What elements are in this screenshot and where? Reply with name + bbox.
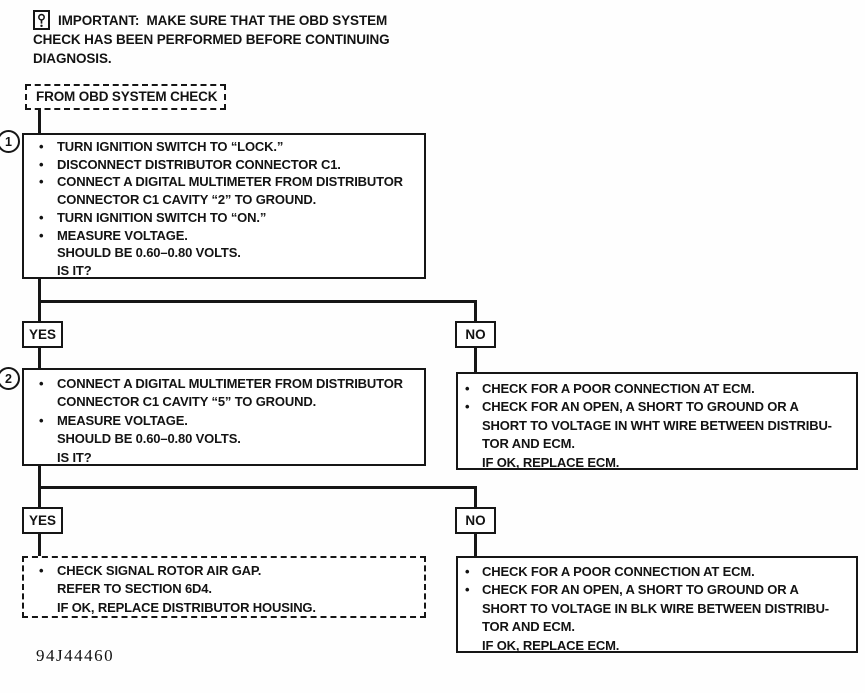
step-instruction: CONNECT A DIGITAL MULTIMETER FROM DISTRI… bbox=[24, 375, 424, 394]
step-instruction: IS IT? bbox=[57, 262, 92, 278]
yes-label: YES bbox=[28, 327, 56, 342]
ecm-check-node-wht: CHECK FOR A POOR CONNECTION AT ECM. CHEC… bbox=[456, 372, 858, 470]
ecm-check-node-blk: CHECK FOR A POOR CONNECTION AT ECM. CHEC… bbox=[456, 556, 858, 653]
connector-line bbox=[474, 534, 477, 556]
step-number: 2 bbox=[5, 371, 12, 386]
step-instruction: TURN IGNITION SWITCH TO “ON.” bbox=[24, 209, 424, 227]
action-instruction: CHECK FOR A POOR CONNECTION AT ECM. bbox=[458, 380, 856, 399]
action-instruction: TOR AND ECM. bbox=[482, 619, 575, 635]
action-instruction: CHECK SIGNAL ROTOR AIR GAP. bbox=[24, 562, 424, 581]
step-instruction: SHOULD BE 0.60–0.80 VOLTS. bbox=[57, 245, 241, 261]
step2-number-badge: 2 bbox=[0, 367, 20, 390]
rotor-air-gap-node: CHECK SIGNAL ROTOR AIR GAP. REFER TO SEC… bbox=[22, 556, 426, 618]
connector-line bbox=[474, 348, 477, 373]
connector-line bbox=[474, 486, 477, 508]
important-note-line: CHECK HAS BEEN PERFORMED BEFORE CONTINUI… bbox=[33, 32, 390, 47]
step-instruction: DISCONNECT DISTRIBUTOR CONNECTOR C1. bbox=[24, 156, 424, 174]
no-node-1: NO bbox=[455, 321, 496, 348]
step-instruction: CONNECT A DIGITAL MULTIMETER FROM DISTRI… bbox=[24, 173, 424, 191]
step1-number-badge: 1 bbox=[0, 130, 20, 153]
action-instruction: IF OK, REPLACE ECM. bbox=[482, 637, 620, 653]
no-node-2: NO bbox=[455, 507, 496, 534]
connector-line bbox=[38, 300, 477, 303]
yes-node-1: YES bbox=[22, 321, 63, 348]
step-number: 1 bbox=[5, 134, 12, 149]
connector-line bbox=[474, 300, 477, 322]
action-instruction: SHORT TO VOLTAGE IN WHT WIRE BETWEEN DIS… bbox=[482, 417, 832, 433]
start-node-label: FROM OBD SYSTEM CHECK bbox=[36, 88, 218, 104]
action-instruction: REFER TO SECTION 6D4. bbox=[57, 581, 212, 597]
step-instruction: IS IT? bbox=[57, 449, 92, 465]
step-instruction: SHOULD BE 0.60–0.80 VOLTS. bbox=[57, 431, 241, 447]
step-instruction: CONNECTOR C1 CAVITY “5” TO GROUND. bbox=[57, 394, 317, 410]
step1-node: TURN IGNITION SWITCH TO “LOCK.” DISCONNE… bbox=[22, 133, 426, 279]
important-note-line: DIAGNOSIS. bbox=[33, 51, 112, 66]
important-icon bbox=[33, 10, 50, 30]
action-instruction: CHECK FOR A POOR CONNECTION AT ECM. bbox=[458, 563, 856, 582]
figure-code: 94J44460 bbox=[36, 646, 115, 665]
action-instruction: CHECK FOR AN OPEN, A SHORT TO GROUND OR … bbox=[458, 581, 856, 600]
action-instruction: IF OK, REPLACE DISTRIBUTOR HOUSING. bbox=[57, 599, 316, 615]
connector-line bbox=[38, 277, 41, 322]
step-instruction: CONNECTOR C1 CAVITY “2” TO GROUND. bbox=[57, 192, 317, 208]
action-instruction: SHORT TO VOLTAGE IN BLK WIRE BETWEEN DIS… bbox=[482, 600, 829, 616]
connector-line bbox=[38, 486, 477, 489]
yes-label: YES bbox=[28, 513, 56, 528]
action-instruction: IF OK, REPLACE ECM. bbox=[482, 454, 620, 470]
action-instruction: TOR AND ECM. bbox=[482, 436, 575, 452]
step-instruction: TURN IGNITION SWITCH TO “LOCK.” bbox=[24, 138, 424, 156]
yes-node-2: YES bbox=[22, 507, 63, 534]
step2-node: CONNECT A DIGITAL MULTIMETER FROM DISTRI… bbox=[22, 368, 426, 466]
step-instruction: MEASURE VOLTAGE. bbox=[24, 227, 424, 245]
start-node: FROM OBD SYSTEM CHECK bbox=[25, 84, 226, 110]
no-label: NO bbox=[465, 327, 486, 342]
connector-line bbox=[38, 108, 41, 135]
connector-line bbox=[38, 534, 41, 556]
no-label: NO bbox=[465, 513, 486, 528]
connector-line bbox=[38, 348, 41, 369]
action-instruction: CHECK FOR AN OPEN, A SHORT TO GROUND OR … bbox=[458, 398, 856, 417]
step-instruction: MEASURE VOLTAGE. bbox=[24, 412, 424, 431]
important-note-line: IMPORTANT: MAKE SURE THAT THE OBD SYSTEM bbox=[58, 13, 388, 28]
